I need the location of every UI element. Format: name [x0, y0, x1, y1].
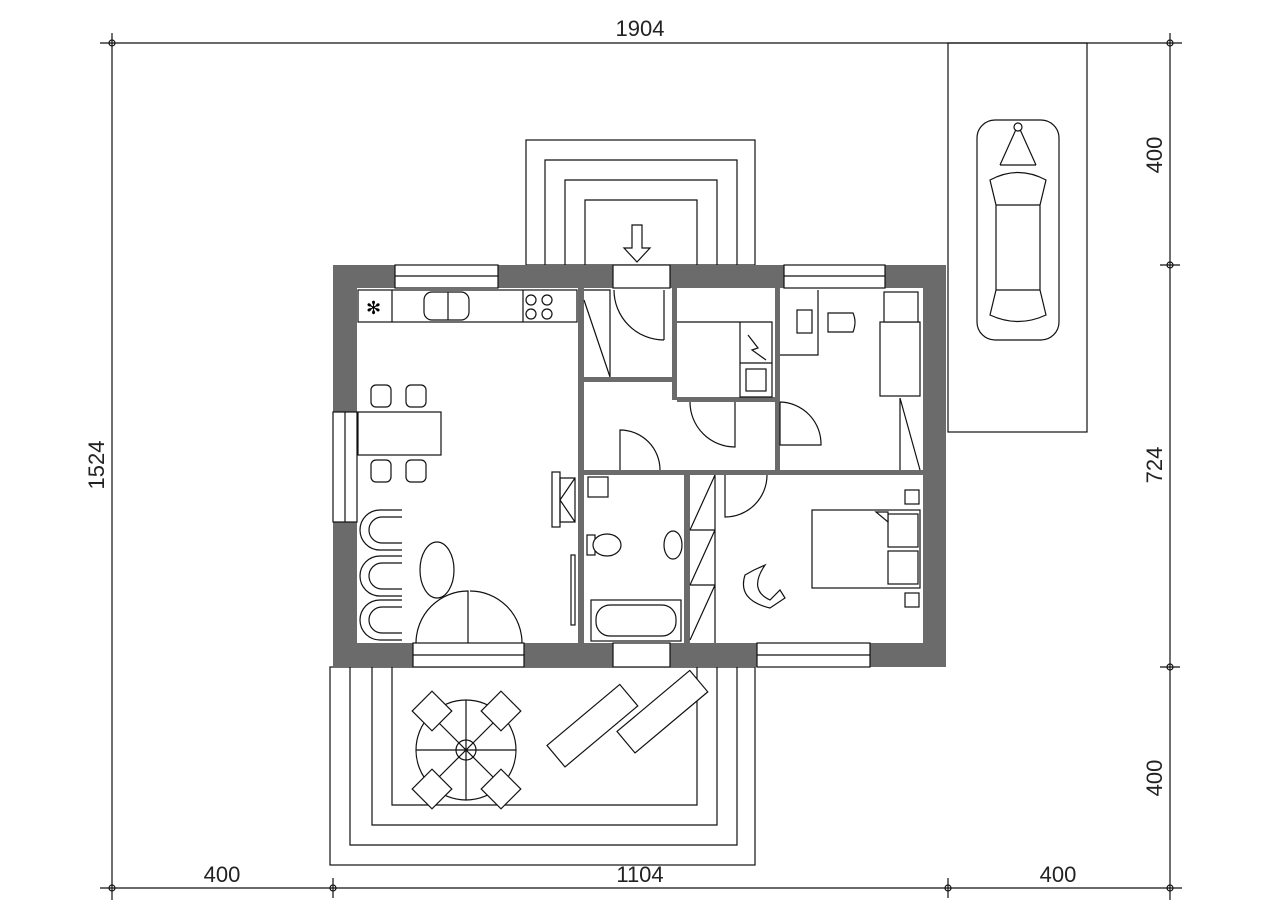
study-room	[780, 290, 921, 471]
coffee-table	[419, 541, 455, 599]
kitchen: ✻	[357, 289, 578, 323]
entrance-porch	[525, 139, 756, 266]
bed-icon	[879, 321, 921, 397]
dim-bottom-right: 400	[1040, 862, 1077, 887]
car-icon	[976, 119, 1060, 341]
interior-walls	[578, 288, 923, 643]
dim-top-total: 1904	[616, 16, 665, 41]
terrace	[329, 666, 756, 866]
sink-icon	[423, 291, 470, 321]
dining-table	[357, 411, 442, 456]
dim-bottom-middle: 1104	[616, 862, 663, 887]
dim-right-terrace: 400	[1142, 760, 1167, 797]
bathtub-icon	[590, 599, 682, 642]
hall-wardrobe	[583, 289, 611, 378]
sink-icon	[663, 530, 683, 560]
dim-right-carport: 400	[1142, 137, 1167, 174]
bed-icon	[811, 509, 921, 589]
lounger-icon	[546, 683, 639, 768]
living-room	[357, 384, 576, 641]
utility-room	[677, 321, 773, 398]
bedroom	[689, 474, 921, 643]
tv-stand	[551, 471, 561, 528]
dim-left-total: 1524	[84, 441, 109, 490]
dining-set-icon	[411, 690, 522, 810]
armchair-icon	[359, 509, 402, 641]
armchair-icon	[742, 563, 786, 609]
chairs	[370, 384, 427, 483]
stove-icon	[525, 294, 553, 320]
lounger-icon	[616, 669, 709, 754]
entrance-arrow-icon	[622, 224, 652, 263]
fan-icon: ✻	[366, 298, 381, 319]
doors	[415, 289, 822, 644]
house-walls	[332, 264, 946, 668]
toilet-icon	[586, 533, 622, 557]
carport	[947, 42, 1088, 433]
dim-bottom-left: 400	[204, 862, 241, 887]
wardrobe	[689, 474, 716, 643]
bathroom	[586, 476, 683, 642]
dim-right-house: 724	[1142, 447, 1167, 484]
